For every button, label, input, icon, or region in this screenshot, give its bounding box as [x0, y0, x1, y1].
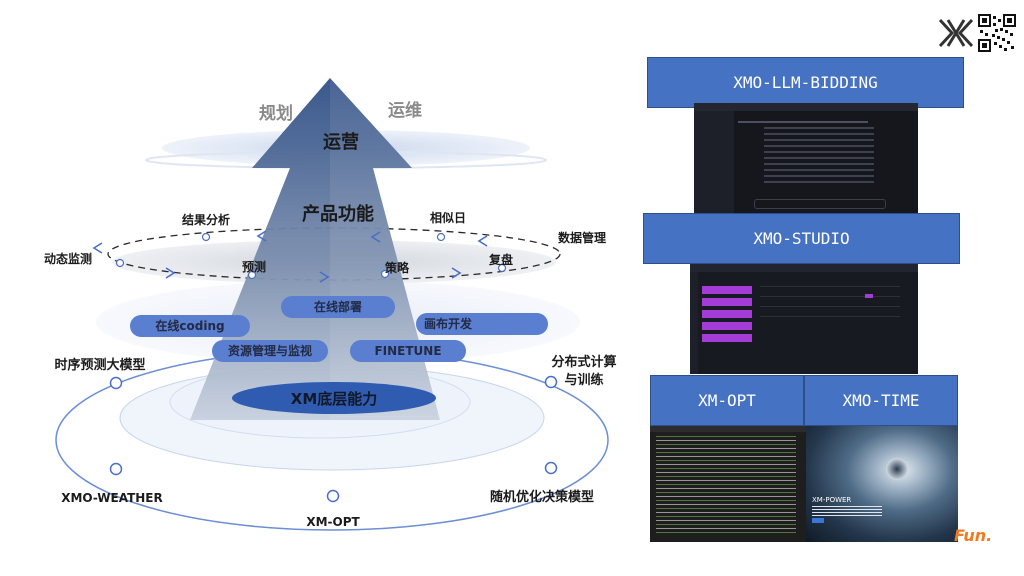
qr-code-icon: [978, 14, 1016, 52]
pill-canvas-dev-label: 画布开发: [424, 316, 473, 331]
loop-dot: [115, 258, 125, 268]
pill-online-deploy-label: 在线部署: [314, 299, 362, 314]
product-title: XMO-LLM-BIDDING: [733, 73, 878, 92]
pill-online-deploy[interactable]: [281, 296, 395, 318]
label-xmo-weather: XMO-WEATHER: [61, 491, 163, 505]
loop-arrow-icon: [477, 235, 488, 247]
label-operations: 运营: [323, 131, 359, 153]
outer-node: [544, 461, 558, 475]
outer-node: [109, 462, 123, 476]
core-capability-label: XM底层能力: [291, 390, 378, 408]
loop-dots: [115, 232, 507, 280]
product-header-xmo-time[interactable]: XMO-TIME: [804, 375, 958, 426]
brand-x-logo: [938, 18, 974, 48]
central-arrow: [190, 78, 440, 420]
loop-dot: [380, 269, 390, 279]
pill-canvas-dev[interactable]: [416, 313, 548, 335]
outer-node: [109, 376, 123, 390]
pill-online-coding[interactable]: [130, 315, 250, 337]
label-ops-maint: 运维: [388, 100, 422, 121]
product-title: XM-OPT: [698, 391, 756, 410]
loop-arrow-icon: [451, 267, 462, 279]
label-data-management: 数据管理: [558, 230, 606, 245]
label-review: 复盘: [488, 252, 513, 267]
screenshot-studio: [690, 264, 918, 374]
label-distributed-line1: 分布式计算: [551, 354, 616, 370]
screenshot-xmo-time: XM-POWER: [806, 426, 958, 542]
loop-arrow-icon: [92, 242, 103, 254]
pill-online-coding-label: 在线coding: [155, 318, 224, 333]
label-dynamic-monitoring: 动态监测: [44, 251, 92, 266]
fun-logo: Fun.: [954, 526, 993, 545]
product-title: XMO-STUDIO: [753, 229, 850, 248]
pill-finetune-label: FINETUNE: [374, 344, 441, 358]
outer-node: [326, 489, 340, 503]
pill-resource-monitor[interactable]: [212, 340, 328, 362]
loop-dot: [497, 263, 507, 273]
label-product-features: 产品功能: [302, 203, 374, 225]
loop-dot: [247, 270, 257, 280]
capability-diagram: 规划 运维 运营 产品功能 结果分析 相似日 数据管理 动态监测 预测 策略 复…: [44, 78, 617, 531]
product-header-llm-bidding[interactable]: XMO-LLM-BIDDING: [647, 57, 964, 108]
product-header-studio[interactable]: XMO-STUDIO: [643, 213, 960, 264]
loop-arrow-icon: [256, 230, 267, 242]
label-stochastic-model: 随机优化决策模型: [490, 489, 594, 505]
outer-node: [544, 375, 558, 389]
loop-dot: [201, 232, 211, 242]
loop-arrow-icons: [92, 230, 488, 283]
loop-arrow-icon: [370, 231, 381, 243]
label-similar-day: 相似日: [430, 210, 466, 225]
loop-arrow-icon: [165, 267, 176, 279]
loop-arrow-icon: [319, 271, 330, 283]
product-title: XMO-TIME: [842, 391, 920, 410]
pill-finetune[interactable]: [350, 340, 466, 362]
screenshot-llm-bidding: [694, 103, 918, 214]
core-capability-pill[interactable]: [232, 382, 436, 414]
label-strategy: 策略: [385, 260, 410, 275]
label-distributed-line2: 与训练: [564, 372, 603, 388]
time-screenshot-title: XM-POWER: [812, 496, 852, 504]
arrow-highlight: [330, 78, 440, 420]
label-timeseries-model: 时序预测大模型: [54, 357, 145, 373]
label-forecast: 预测: [242, 259, 266, 274]
product-header-xm-opt[interactable]: XM-OPT: [650, 375, 804, 426]
label-xm-opt-node: XM-OPT: [306, 515, 360, 529]
screenshot-xm-opt: [650, 426, 806, 542]
pill-resource-monitor-label: 资源管理与监视: [228, 343, 312, 358]
outer-nodes: [109, 375, 558, 503]
loop-dot: [436, 232, 446, 242]
label-plan: 规划: [259, 103, 293, 124]
label-result-analysis: 结果分析: [182, 212, 230, 227]
